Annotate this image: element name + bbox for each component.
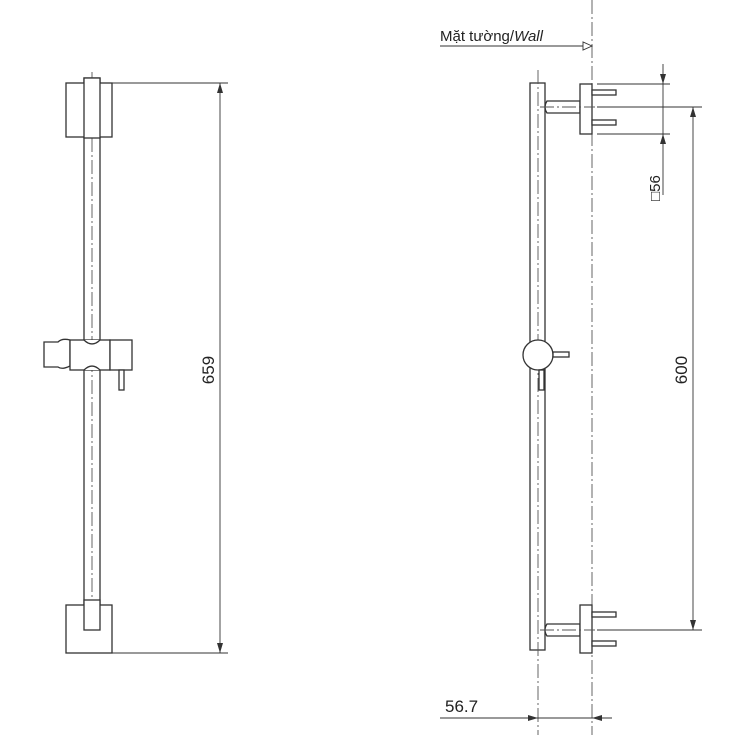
dimension-56-7-label: 56.7 <box>445 697 478 716</box>
dimension-600-label: 600 <box>672 356 691 384</box>
top-wall-bracket <box>540 83 617 135</box>
wall-label: Mặt tường/Wall <box>440 28 594 51</box>
bottom-bracket-bar <box>83 599 101 631</box>
top-bracket-bar <box>83 77 101 139</box>
dimension-56-7: 56.7 <box>440 697 612 721</box>
side-view: Mặt tường/Wall <box>440 0 702 735</box>
dimension-56: □56 <box>597 64 670 201</box>
dimension-56-label: □56 <box>647 175 664 201</box>
front-view: 659 <box>43 72 228 654</box>
side-holder <box>522 339 570 391</box>
svg-text:Mặt tường/Wall: Mặt tường/Wall <box>440 28 544 45</box>
dimension-659-label: 659 <box>199 356 218 384</box>
bottom-wall-bracket <box>540 604 617 654</box>
dimension-600: 600 <box>597 106 702 631</box>
wall-label-italic: Wall <box>514 28 544 45</box>
wall-label-text: Mặt tường/ <box>440 28 515 45</box>
dimension-659: 659 <box>100 82 228 654</box>
handshower-holder <box>43 338 133 391</box>
